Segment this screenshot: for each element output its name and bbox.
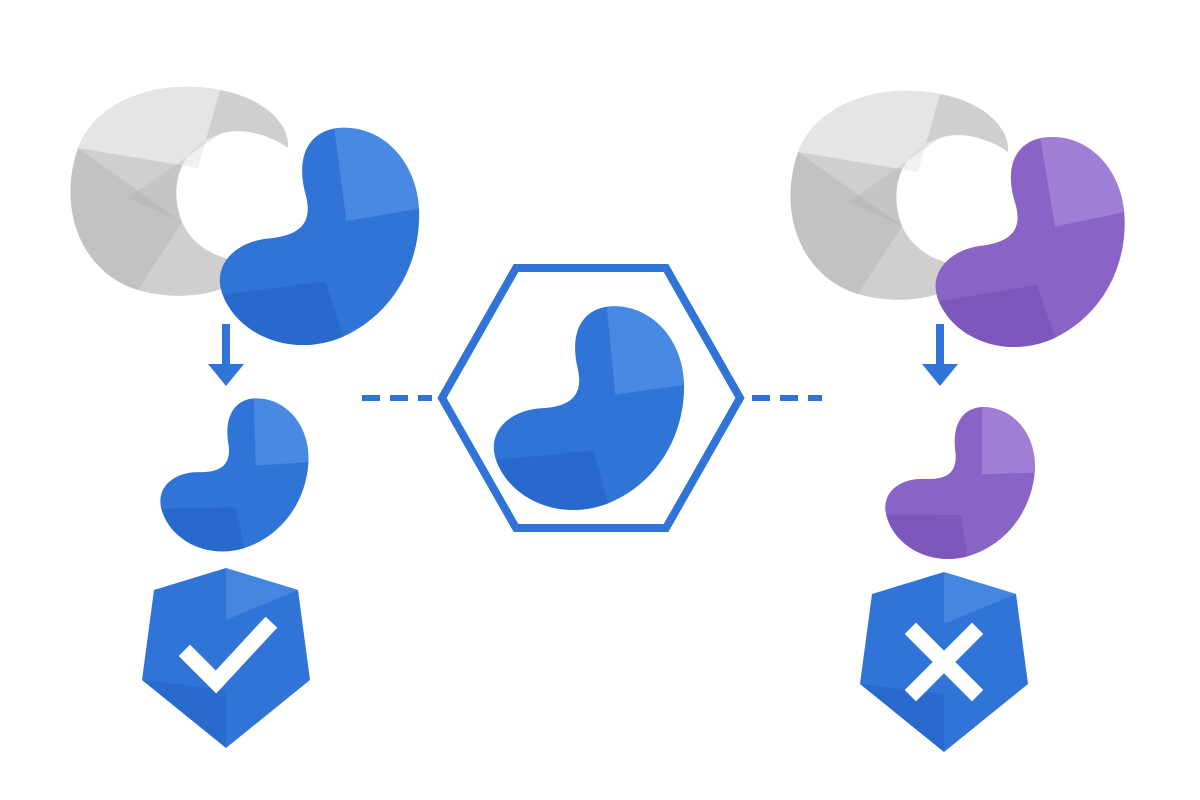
right-released-ligand [874,386,1051,579]
check-shield-icon [142,568,310,748]
right-receptor-shape [790,90,1009,300]
hexagon-frame-icon [437,264,745,532]
down-arrow-icon [208,324,244,386]
cross-shield-icon [860,572,1028,752]
right-panel [790,90,1134,752]
left-bound-ligand [212,112,432,360]
down-arrow-icon [922,324,958,386]
center-panel [362,264,822,532]
center-reference-ligand [484,288,698,527]
left-panel [70,86,432,748]
left-released-ligand [150,380,323,569]
left-receptor-shape [70,86,289,296]
right-bound-ligand [929,126,1134,358]
